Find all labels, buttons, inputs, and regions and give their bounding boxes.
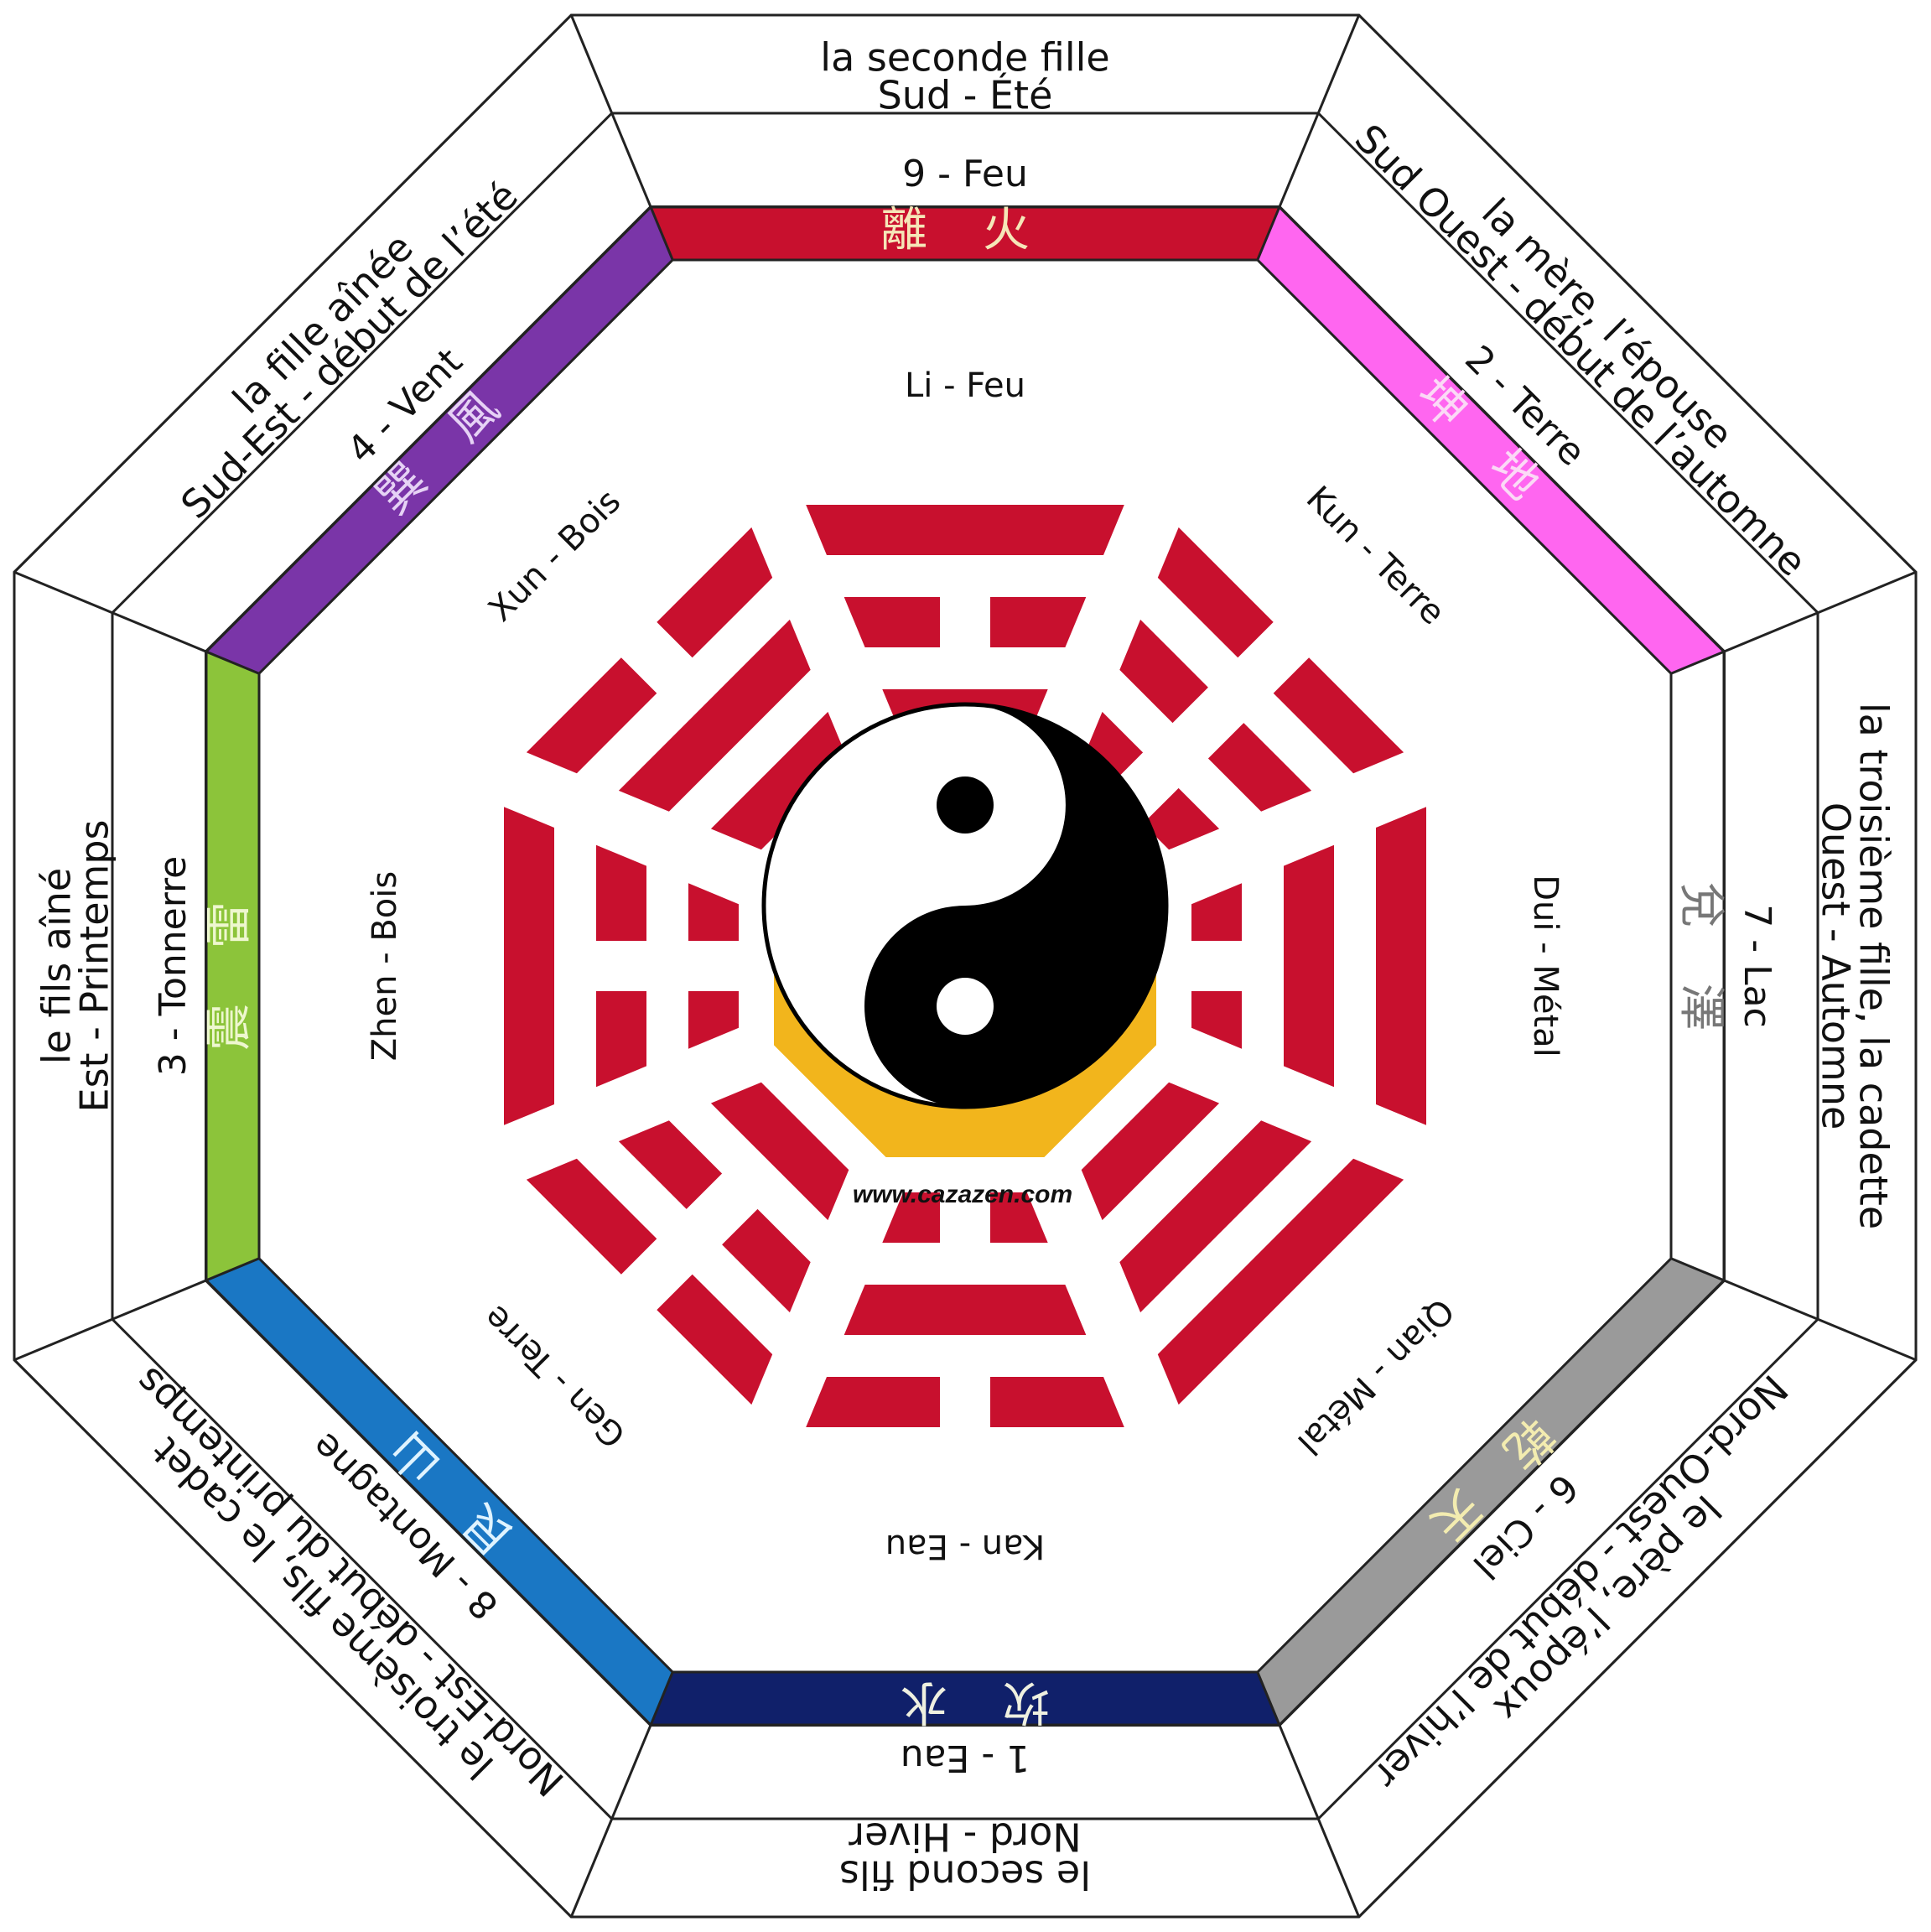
direction-label-east: Est - Printemps (72, 820, 117, 1113)
family-label-east: le fils aîné (34, 868, 80, 1064)
website-label: www.cazazen.com (853, 1181, 1072, 1208)
number-label-east: 3 - Tonnerre (152, 856, 195, 1077)
trigram-west-line-2 (1284, 844, 1334, 1088)
trigram-name-west: Dui - Métal (1526, 875, 1565, 1057)
chinese-label-south: 離 火 (880, 203, 1050, 257)
direction-label-north: Nord - Hiver (849, 1815, 1082, 1860)
trigram-east-line-2 (596, 844, 646, 941)
trigram-name-south: Li - Feu (905, 366, 1025, 405)
family-label-south: la seconde fille (820, 35, 1109, 80)
direction-label-west: Ouest - Automne (1814, 802, 1859, 1130)
trigram-west-line-3 (1376, 807, 1426, 1125)
trigram-southwest-line-2 (1207, 723, 1312, 812)
trigram-southwest-line-3 (1273, 657, 1404, 774)
trigram-north-line-3 (806, 1377, 940, 1427)
trigram-south-line-3 (806, 505, 1124, 555)
trigram-southeast-line-3 (526, 657, 657, 774)
chinese-label-west: 兌 澤 (1674, 881, 1728, 1051)
trigram-southwest-line-2 (1119, 619, 1208, 724)
sector-divider (569, 14, 674, 261)
trigram-west-line-1 (1191, 991, 1242, 1049)
trigram-southeast-line-1 (710, 711, 849, 850)
trigram-name-east: Zhen - Bois (366, 871, 404, 1061)
taiji-outline (761, 702, 1169, 1109)
trigram-north-line-3 (990, 1377, 1124, 1427)
trigram-north-line-2 (844, 1285, 1087, 1335)
yang-dot (937, 978, 994, 1035)
trigram-southeast-line-3 (657, 527, 773, 658)
number-label-south: 9 - Feu (902, 153, 1028, 195)
trigram-northeast-line-1 (710, 1082, 849, 1221)
sector-divider (1256, 14, 1361, 261)
trigram-east-line-2 (596, 991, 646, 1088)
trigram-northeast-line-2 (618, 1120, 723, 1209)
trigram-west-line-1 (1191, 883, 1242, 941)
sector-divider (1670, 570, 1917, 675)
number-label-west: 7 - Lac (1736, 904, 1778, 1028)
sector-divider (569, 1671, 674, 1918)
chinese-label-north: 坎 水 (880, 1675, 1050, 1729)
trigram-southwest-line-3 (1157, 527, 1274, 658)
sector-divider (1670, 1257, 1917, 1362)
sector-divider (13, 1257, 260, 1362)
family-label-north: le second fils (839, 1852, 1091, 1898)
family-label-west: la troisième fille, la cadette (1851, 703, 1897, 1229)
chinese-label-east: 震 雷 (202, 881, 257, 1051)
trigram-northeast-line-2 (722, 1208, 811, 1313)
trigram-east-line-1 (688, 991, 739, 1049)
yin-yang-symbol (761, 702, 1169, 1109)
yin-dot (937, 776, 994, 834)
trigram-east-line-3 (504, 807, 554, 1125)
direction-label-south: Sud - Été (878, 73, 1053, 118)
trigram-name-north: Kan - Eau (885, 1527, 1045, 1566)
trigram-bars (504, 505, 1426, 1427)
trigram-north-line-1 (882, 1192, 940, 1243)
sector-divider (13, 570, 260, 675)
number-label-north: 1 - Eau (901, 1737, 1030, 1779)
trigram-east-line-1 (688, 883, 739, 941)
trigram-southwest-line-1 (1143, 787, 1220, 850)
trigram-northwest-line-1 (1081, 1082, 1220, 1221)
trigram-southeast-line-2 (618, 619, 811, 812)
trigram-south-line-2 (990, 597, 1087, 647)
sector-divider (1256, 1671, 1361, 1918)
trigram-north-line-1 (990, 1192, 1048, 1243)
trigram-northwest-line-2 (1119, 1120, 1312, 1313)
trigram-south-line-2 (844, 597, 940, 647)
trigram-northeast-line-3 (526, 1158, 657, 1275)
trigram-northwest-line-3 (1157, 1158, 1404, 1405)
trigram-northeast-line-3 (657, 1274, 773, 1405)
